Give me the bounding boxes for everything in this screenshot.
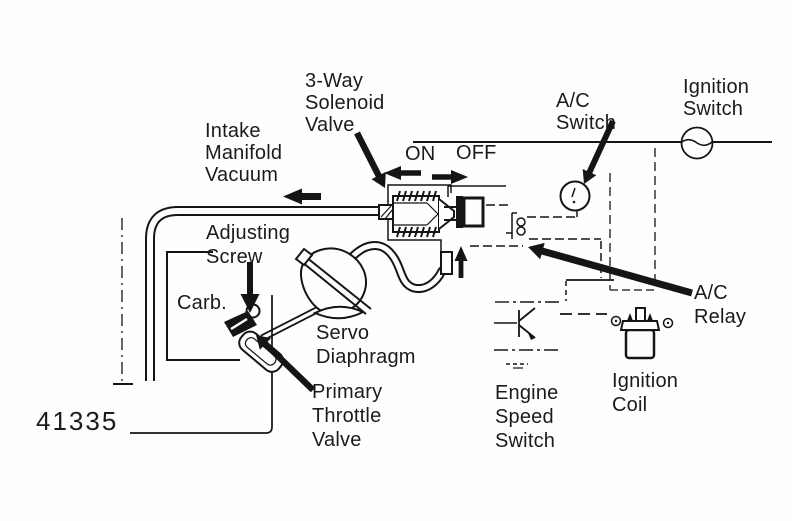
- arrows: [240, 119, 693, 393]
- carb-outline: [166, 251, 240, 361]
- hose-flow-up-arrow: [454, 246, 468, 278]
- servo-dome: [300, 247, 367, 316]
- throttle-valve-label-arrow: [256, 335, 316, 393]
- servo-diaphragm-assembly: [260, 241, 451, 342]
- adjusting-screw-arrow: [240, 262, 260, 313]
- label-engine-speed-switch: Engine Speed Switch: [495, 382, 559, 452]
- label-on: ON: [405, 143, 436, 165]
- hose-connector: [440, 251, 453, 275]
- ac-switch-symbol: [559, 180, 591, 212]
- ignition-coil-symbol: [560, 307, 674, 360]
- label-off: OFF: [456, 142, 497, 164]
- engine-speed-switch-symbol: [494, 301, 563, 369]
- on-direction-arrow: [384, 166, 421, 180]
- ac-relay-symbol: [506, 212, 526, 239]
- figure-number: 41335: [36, 406, 119, 436]
- solenoid-valve-assembly: [378, 184, 485, 275]
- label-ignition-coil: Ignition Coil: [612, 370, 679, 416]
- solenoid-label-arrow: [354, 131, 386, 188]
- ignition-switch-symbol: [680, 126, 714, 160]
- label-3way-solenoid-valve: 3-Way Solenoid Valve: [305, 70, 385, 136]
- electrical-circuit: [470, 180, 674, 369]
- label-ac-switch: A/C Switch: [556, 90, 617, 134]
- label-ac-relay: A/C Relay: [694, 282, 747, 328]
- label-adjusting-screw: Adjusting Screw: [206, 222, 291, 268]
- label-primary-throttle-valve: Primary Throttle Valve: [312, 381, 383, 451]
- solenoid-plunger: [456, 196, 463, 228]
- label-servo-diaphragm: Servo Diaphragm: [316, 322, 416, 368]
- label-ignition-switch: Ignition Switch: [683, 76, 750, 120]
- ac-switch-label-arrow: [582, 119, 616, 184]
- wiring-lines: [413, 126, 772, 291]
- label-intake-manifold-vacuum: Intake Manifold Vacuum: [205, 120, 283, 186]
- off-direction-arrow: [432, 170, 468, 184]
- label-carburetor: Carb.: [177, 292, 227, 314]
- vacuum-tube: [113, 206, 382, 386]
- vacuum-flow-arrow: [283, 188, 321, 205]
- ac-relay-label-arrow: [528, 242, 693, 297]
- solenoid-body: [392, 195, 440, 233]
